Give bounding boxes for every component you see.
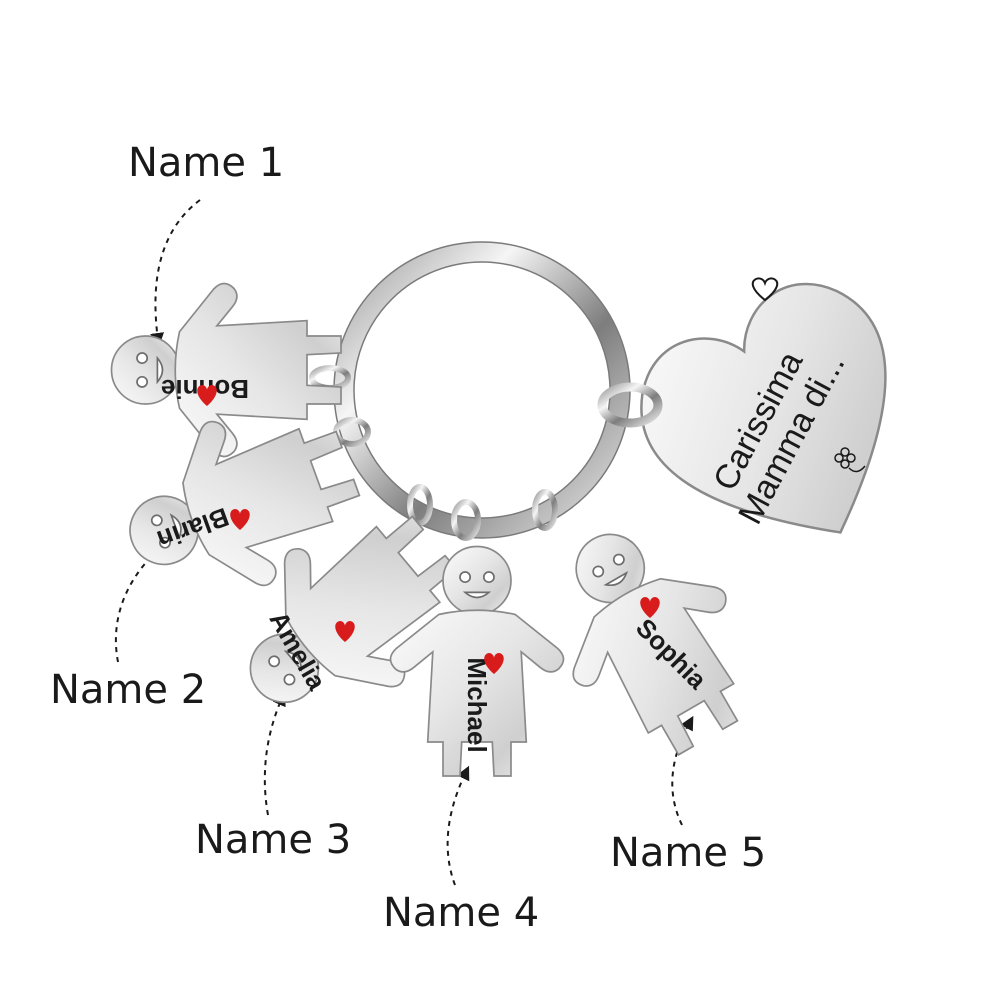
callout-arrow-4 [446, 765, 470, 886]
heart-jump-ring [597, 382, 663, 428]
small-heart-icon [751, 277, 779, 302]
charm-name-4: Michael [462, 657, 492, 752]
callout-arrow-1 [150, 199, 201, 347]
charm-bonnie [110, 282, 342, 458]
flower-icon [834, 447, 866, 473]
key-ring [334, 242, 630, 538]
callout-arrow-2 [114, 543, 166, 663]
callout-name-1: Name 1 [128, 140, 285, 186]
callout-arrow-5 [671, 715, 694, 826]
callout-name-5: Name 5 [610, 830, 767, 876]
callout-name-4: Name 4 [383, 890, 540, 936]
callout-name-3: Name 3 [195, 817, 352, 863]
callout-name-2: Name 2 [50, 667, 207, 713]
heart-tag [640, 282, 887, 534]
callout-arrow-3 [263, 691, 286, 816]
